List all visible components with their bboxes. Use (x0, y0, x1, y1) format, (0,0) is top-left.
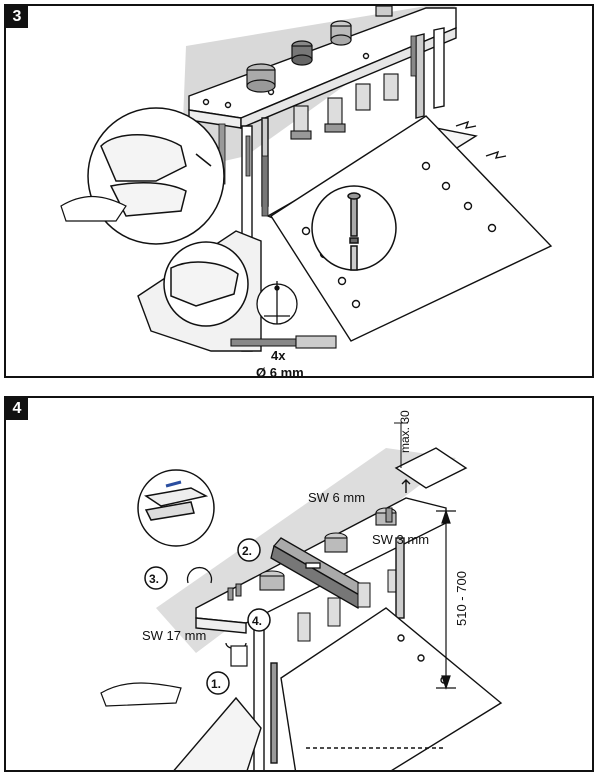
angle-valves-4 (297, 569, 401, 642)
arrow-marker-right-1 (455, 120, 477, 129)
callout-1: 1. (211, 677, 221, 691)
step-3-illustration: 4x Ø 6 mm (60, 6, 553, 378)
threaded-rods (218, 35, 417, 217)
cloth-sheet-4 (100, 682, 182, 707)
valve-cartridges (246, 6, 393, 93)
callout-4: 4. (252, 614, 262, 628)
wrench-nut (230, 645, 248, 667)
drill-diameter-label: Ø 6 mm (256, 365, 304, 378)
level-detail-magnifier (137, 469, 215, 547)
callout-3: 3. (149, 572, 159, 586)
angle-valves (290, 73, 399, 140)
drill-bit (230, 335, 337, 349)
step-4-number: 4 (6, 398, 28, 420)
step-4-panel: 4 max. 30 (4, 396, 594, 772)
sw3-label: SW 3 mm (372, 532, 429, 547)
drill-quantity-label: 4x (271, 348, 286, 363)
screw-detail-magnifier (311, 185, 397, 271)
step-3-number: 3 (6, 6, 28, 28)
drill-point-magnifier (256, 281, 298, 325)
base-plate (270, 115, 553, 342)
sw17-label: SW 17 mm (142, 628, 206, 643)
rotate-arrow-3 (186, 566, 213, 584)
base-plate-4 (173, 607, 503, 770)
step-3-panel: 3 (4, 4, 594, 378)
tile-square (394, 447, 468, 489)
hands-magnifier (163, 241, 249, 327)
arrow-marker-right-2 (485, 150, 507, 159)
step-4-illustration: max. 30 (100, 410, 503, 770)
marking-magnifier (87, 107, 225, 245)
max-depth-dimension (394, 422, 408, 468)
sw6-label: SW 6 mm (308, 490, 365, 505)
arrow-up (401, 479, 411, 493)
height-range-label: 510 - 700 (454, 571, 469, 626)
valve-cartridges-4 (259, 507, 397, 591)
bolt-screws (227, 507, 393, 601)
callout-circles (144, 538, 271, 695)
cloth-sheet (60, 195, 127, 222)
callout-2: 2. (242, 544, 252, 558)
height-dimension (436, 509, 456, 690)
max-depth-label: max. 30 (398, 410, 412, 453)
